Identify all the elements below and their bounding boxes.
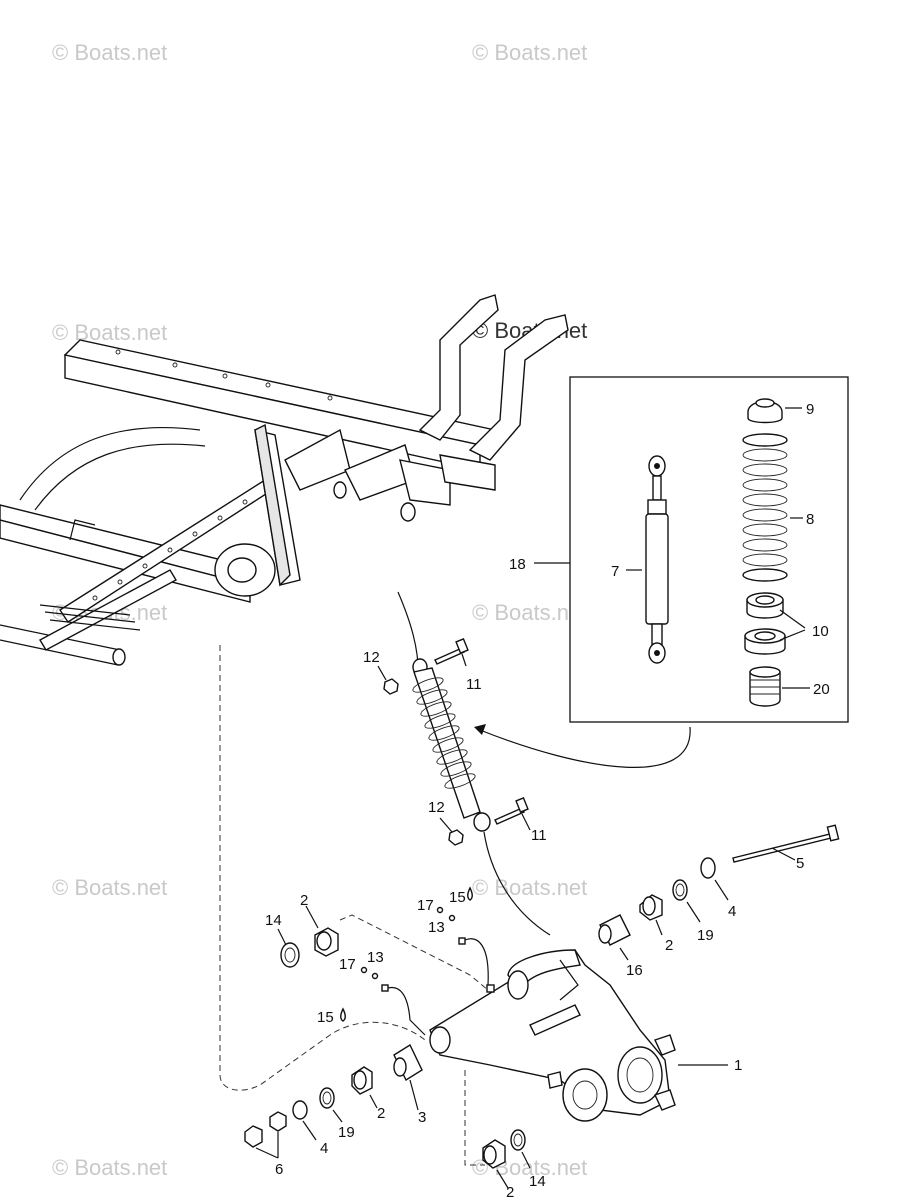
callout-14: 14 bbox=[265, 912, 282, 929]
coil-spring bbox=[742, 433, 788, 582]
callout-15: 15 bbox=[449, 889, 466, 906]
callout-18: 18 bbox=[509, 556, 526, 573]
callout-12: 12 bbox=[428, 799, 445, 816]
callout-13: 13 bbox=[428, 919, 445, 936]
callout-11: 11 bbox=[531, 827, 547, 844]
watermark: © Boats.net bbox=[472, 600, 587, 625]
watermark: © Boats.net bbox=[52, 40, 167, 65]
callout-19: 19 bbox=[338, 1124, 355, 1141]
callout-8: 8 bbox=[806, 511, 814, 528]
callout-2: 2 bbox=[377, 1105, 385, 1122]
watermark: © Boats.net bbox=[52, 320, 167, 345]
callout-19: 19 bbox=[697, 927, 714, 944]
swing-arm bbox=[429, 949, 676, 1122]
callout-2: 2 bbox=[506, 1184, 514, 1200]
frame-assembly bbox=[0, 294, 569, 666]
callout-9: 9 bbox=[806, 401, 814, 418]
callout-6: 6 bbox=[275, 1161, 283, 1178]
shock-absorber bbox=[645, 455, 669, 664]
callout-2: 2 bbox=[300, 892, 308, 909]
callout-1: 1 bbox=[734, 1057, 742, 1074]
installed-shock bbox=[383, 638, 529, 846]
callouts: 1 2 2 2 2 3 4 4 5 6 7 8 9 10 11 11 12 12… bbox=[265, 401, 830, 1200]
callout-5: 5 bbox=[796, 855, 804, 872]
callout-16: 16 bbox=[626, 962, 643, 979]
callout-13: 13 bbox=[367, 949, 384, 966]
callout-10: 10 bbox=[812, 623, 829, 640]
callout-12: 12 bbox=[363, 649, 380, 666]
callout-2: 2 bbox=[665, 937, 673, 954]
right-hardware bbox=[598, 857, 716, 946]
watermark: © Boats.net bbox=[52, 1155, 167, 1180]
callout-17: 17 bbox=[339, 956, 356, 973]
callout-3: 3 bbox=[418, 1109, 426, 1126]
watermark: © Boats.net bbox=[52, 875, 167, 900]
callout-20: 20 bbox=[813, 681, 830, 698]
callout-4: 4 bbox=[728, 903, 736, 920]
left-hardware bbox=[244, 927, 526, 1169]
shock-kit-inset bbox=[569, 376, 849, 723]
pivot-bolt bbox=[732, 824, 840, 863]
callout-4: 4 bbox=[320, 1140, 328, 1157]
callout-11: 11 bbox=[466, 676, 482, 693]
grease-fittings bbox=[340, 886, 495, 1022]
watermark: © Boats.net bbox=[472, 40, 587, 65]
watermark: © Boats.net bbox=[472, 875, 587, 900]
callout-17: 17 bbox=[417, 897, 434, 914]
callout-14: 14 bbox=[529, 1173, 546, 1190]
callout-7: 7 bbox=[611, 563, 619, 580]
callout-15: 15 bbox=[317, 1009, 334, 1026]
